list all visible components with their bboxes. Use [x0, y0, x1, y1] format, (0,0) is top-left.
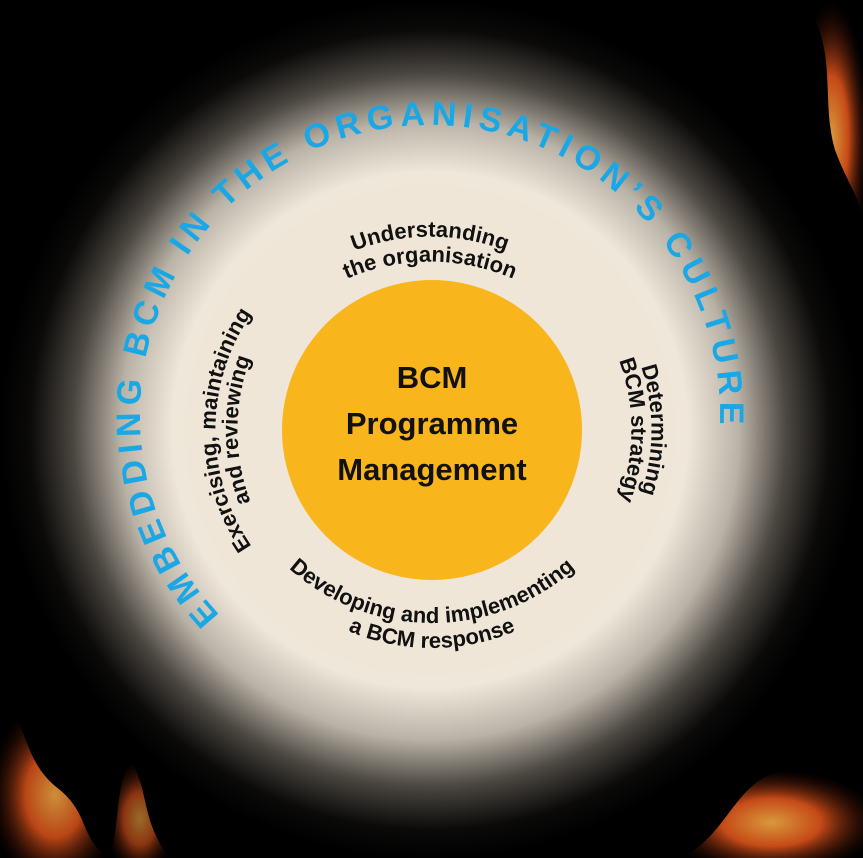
core-line3: Management — [337, 452, 526, 487]
core-line1: BCM — [397, 360, 468, 395]
flame-bottom-left — [0, 700, 110, 858]
core-circle — [282, 280, 582, 580]
flame-top-right — [800, 0, 863, 230]
flame-bottom-left-2 — [110, 760, 170, 858]
flame-bottom-right — [680, 769, 863, 858]
core-line2: Programme — [346, 406, 518, 441]
